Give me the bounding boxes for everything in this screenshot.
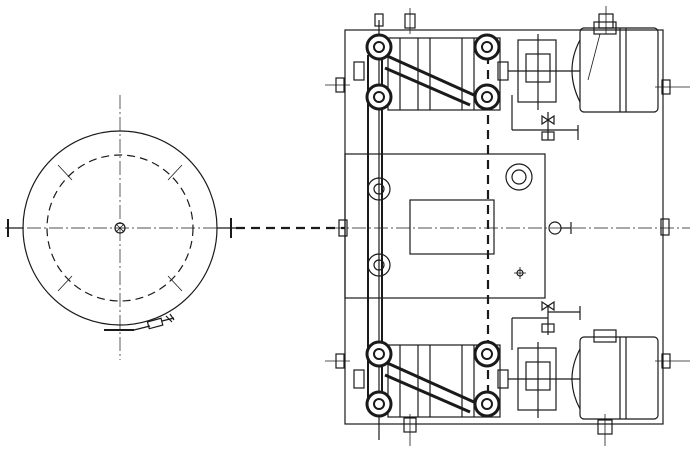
lower-motor-band	[619, 337, 627, 419]
upper-motor-mark	[587, 33, 601, 81]
lower-side-flange	[353, 369, 365, 389]
upper-motor-endcap	[571, 39, 581, 103]
lower-pump-housing	[387, 344, 501, 418]
lower-wheel-hub	[481, 398, 493, 410]
plate-port-inner	[511, 169, 527, 185]
bottom-outlet-pipe	[161, 317, 175, 322]
lower-wheel-hub	[373, 398, 385, 410]
lower-valve-icon	[541, 323, 555, 333]
tank-radial-tick	[167, 275, 183, 292]
lower-pump-unit	[353, 300, 659, 420]
base-frame	[325, 6, 690, 446]
lower-drive-link	[384, 373, 471, 414]
upper-wheel-hub	[373, 41, 385, 53]
lower-wheel-hub	[481, 348, 493, 360]
upper-motor-band	[619, 28, 627, 112]
lower-valve-icon	[541, 300, 555, 312]
tank-radial-tick	[167, 164, 183, 181]
control-box	[409, 199, 495, 255]
agitator-cross	[115, 223, 125, 233]
central-plate	[344, 153, 546, 299]
upper-motor-body	[579, 27, 659, 113]
upper-pump-housing	[387, 37, 501, 111]
upper-valve-icon	[541, 131, 555, 141]
agitator-hub-icon	[114, 222, 126, 234]
frame-mount-bolt	[338, 219, 348, 237]
circular-tank	[5, 95, 240, 360]
lower-motor-endcap	[571, 348, 581, 410]
frame-mount-bolt	[660, 218, 670, 236]
tank-radial-tick	[57, 164, 73, 181]
bottom-outlet-pipe	[133, 325, 151, 331]
lower-motor-body	[579, 336, 659, 420]
lower-motor-terminal-box	[593, 329, 617, 343]
upper-wheel-hub	[373, 91, 385, 103]
upper-wheel-hub	[481, 91, 493, 103]
upper-valve-icon	[541, 114, 555, 126]
upper-motor-terminal-box	[593, 21, 617, 35]
plate-port-outer	[505, 163, 533, 191]
upper-pump-unit	[353, 21, 659, 141]
upper-drive-link	[384, 66, 471, 107]
foundation-bolt	[374, 13, 384, 27]
upper-wheel-hub	[481, 41, 493, 53]
lower-drive-link	[384, 360, 486, 409]
bottom-outlet-fitting	[165, 313, 175, 323]
bottom-outlet-valve	[146, 317, 164, 330]
upper-drive-link	[384, 53, 486, 102]
lower-wheel-hub	[373, 348, 385, 360]
upper-side-flange	[353, 61, 365, 81]
tank-radial-tick	[57, 275, 73, 292]
